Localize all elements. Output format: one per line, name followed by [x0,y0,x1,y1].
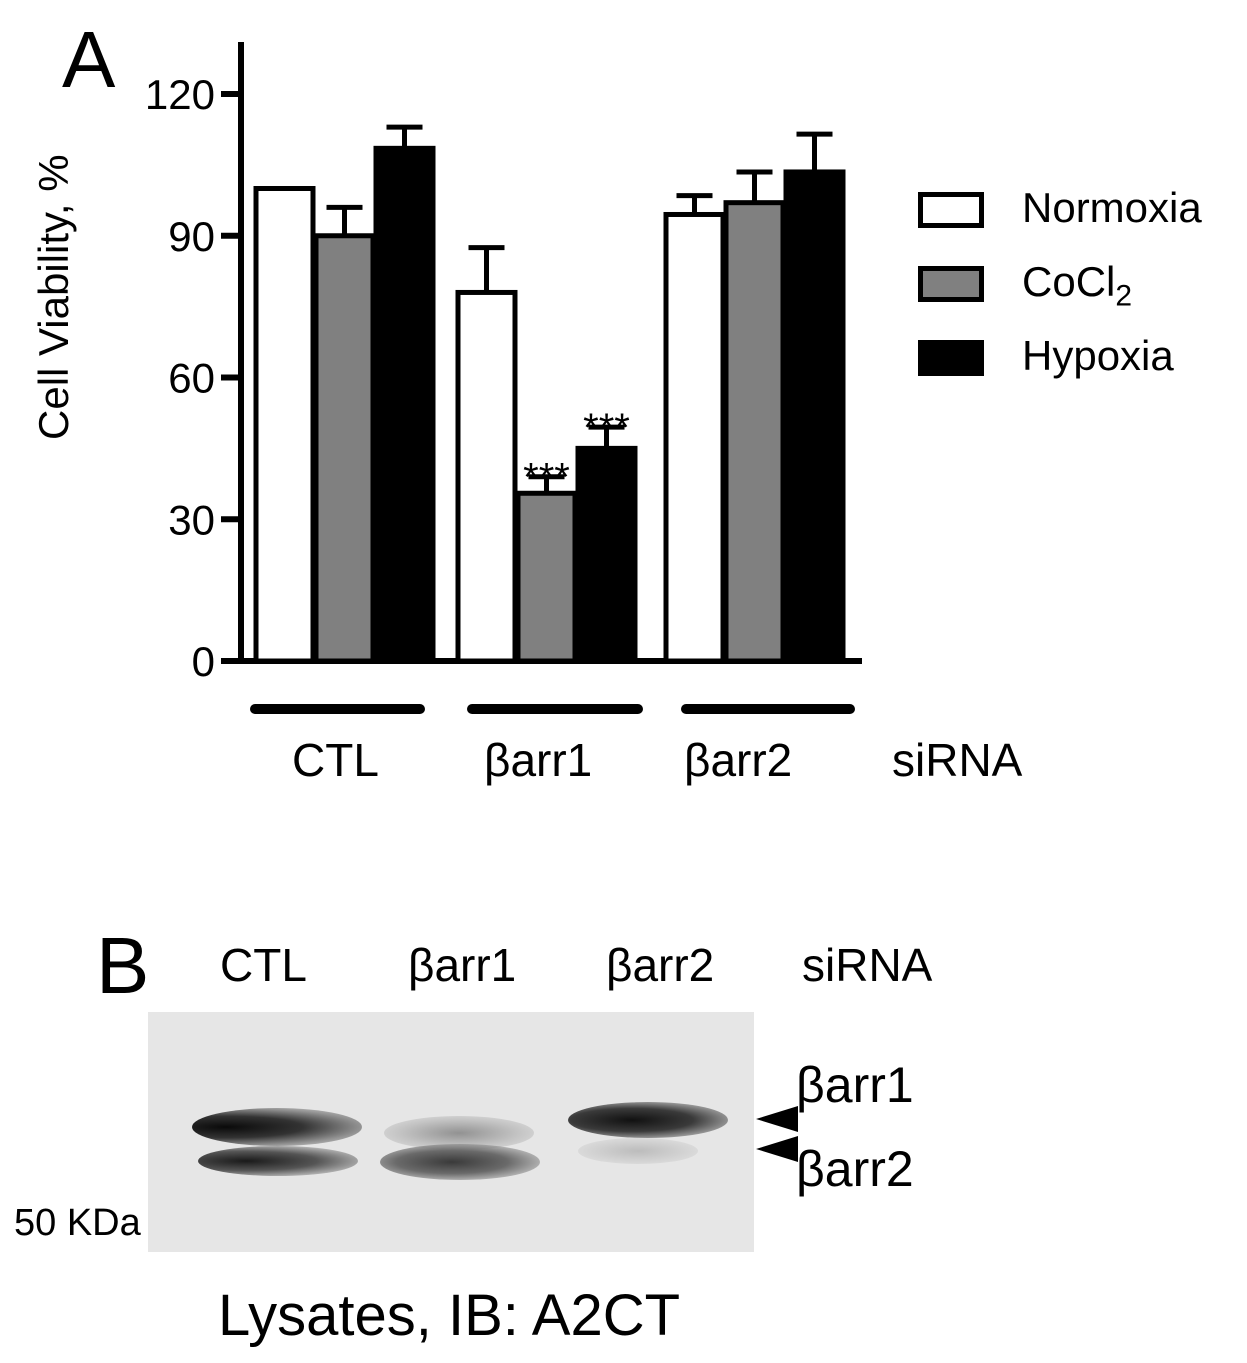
bar-chart: 0 30 60 90 120 *** *** [145,42,862,714]
y-tick-label: 90 [168,213,215,260]
bar-barr2-hypoxia [783,169,846,664]
significance-annotation: *** [523,456,570,500]
blot-caption: Lysates, IB: A2CT [218,1283,681,1348]
y-tick-label: 120 [145,71,215,118]
band-label-barr1: βarr1 [796,1057,914,1113]
arrowhead-barr1-icon [756,1106,798,1132]
y-tick-label: 30 [168,496,215,543]
legend-label-normoxia: Normoxia [1022,184,1202,231]
group-label-barr2: βarr2 [684,734,793,786]
group-label-ctl: CTL [292,734,379,786]
blot-band-barr1-lower [380,1144,540,1180]
y-axis-label: Cell Viability, % [30,154,77,440]
bar-ctl-hypoxia [373,145,436,664]
band-label-barr2: βarr2 [796,1141,914,1197]
bar-ctl-cocl2 [313,233,376,664]
legend-label-cocl2-main: CoCl [1022,258,1116,305]
legend-swatch-cocl2 [918,266,984,302]
legend-item-normoxia: Normoxia [918,184,1238,234]
significance-annotation: *** [583,406,630,450]
blot-lane-header: siRNA [802,939,933,991]
group-label-barr1: βarr1 [484,734,593,786]
blot-lane-label-barr2: βarr2 [606,939,715,991]
legend-label-cocl2-sub: 2 [1115,279,1133,313]
legend-label-cocl2: CoCl2 [1022,258,1132,313]
legend-swatch-hypoxia [918,340,984,376]
annotations-group: *** *** [523,406,630,500]
blot-lane-label-barr1: βarr1 [408,939,517,991]
bar-barr1-normoxia [455,289,518,664]
bar-barr2-cocl2 [723,200,786,664]
blot-band-barr2-faint [578,1138,698,1164]
group-axis-label: siRNA [892,734,1023,786]
arrowhead-barr2-icon [756,1136,798,1162]
blot-band-ctl-upper [192,1108,362,1146]
bar-barr1-cocl2 [515,490,578,664]
legend-swatch-normoxia [918,192,984,228]
y-tick-label: 0 [192,638,215,685]
legend-item-cocl2: CoCl2 [918,258,1238,312]
panel-a-letter: A [62,15,116,104]
western-blot-image [148,1012,754,1252]
legend-label-hypoxia: Hypoxia [1022,332,1174,379]
legend-item-hypoxia: Hypoxia [918,332,1238,382]
bar-ctl-normoxia [253,186,316,664]
y-tick-label: 60 [168,355,215,402]
blot-band-ctl-lower [198,1146,358,1176]
panel-b-letter: B [96,921,150,1010]
bars-group [253,124,846,664]
bar-barr1-hypoxia [575,445,638,664]
molecular-weight-marker: 50 KDa [14,1202,141,1244]
bar-barr2-normoxia [663,211,726,664]
blot-lane-label-ctl: CTL [220,939,307,991]
blot-band-barr2-upper [568,1102,728,1138]
